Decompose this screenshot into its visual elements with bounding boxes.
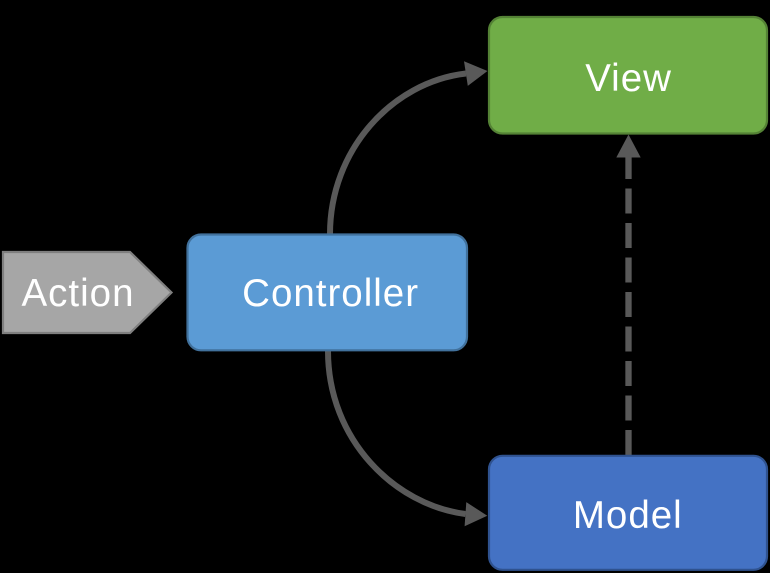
svg-text:Controller: Controller — [242, 272, 419, 315]
svg-text:Action: Action — [21, 272, 134, 315]
svg-text:View: View — [585, 57, 672, 100]
svg-text:Model: Model — [573, 494, 683, 537]
